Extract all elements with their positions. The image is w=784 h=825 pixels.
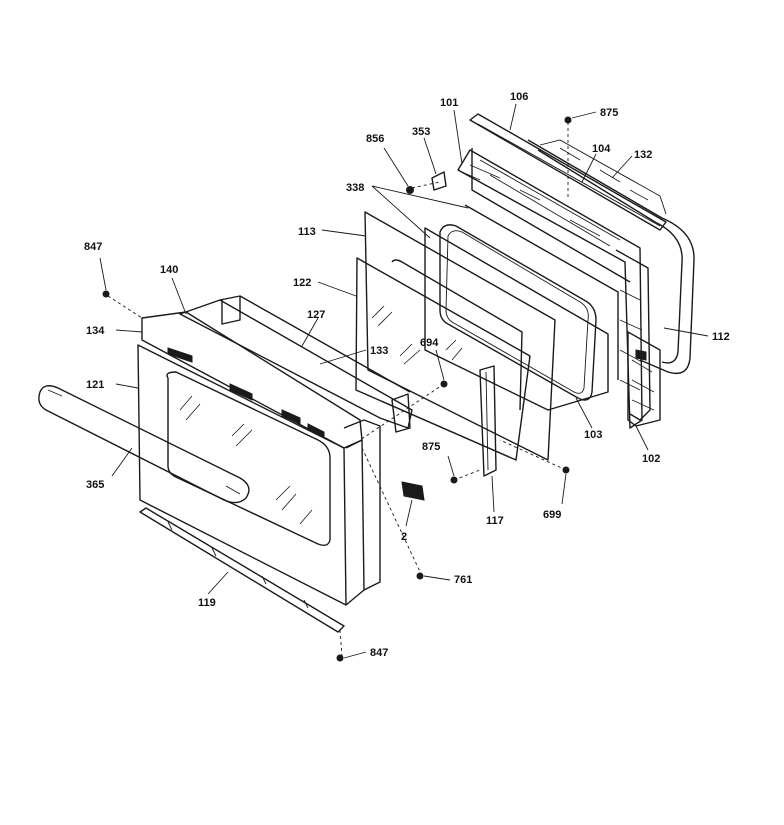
part-label-104: 104	[592, 143, 611, 155]
screw-icon	[440, 380, 448, 388]
top-trim-strip	[469, 113, 667, 231]
screw-icon	[450, 476, 458, 484]
clip-part-353	[431, 171, 447, 191]
screw-icon	[562, 466, 570, 474]
bottom-trim-119	[139, 507, 345, 633]
part-label-761: 761	[454, 574, 472, 586]
front-door-panel	[137, 311, 381, 606]
hinge-102	[627, 331, 661, 427]
glass-panel-338	[424, 204, 619, 411]
part-label-353: 353	[412, 126, 430, 138]
glass-panel-113	[364, 211, 556, 461]
rear-door-panel	[527, 139, 695, 375]
part-label-699: 699	[543, 509, 561, 521]
door-handle-365	[38, 385, 250, 504]
part-label-365: 365	[86, 479, 104, 491]
vent-frame-140	[179, 295, 413, 433]
part-label-694: 694	[420, 337, 439, 349]
screw-icon	[336, 654, 344, 662]
screw-icon	[564, 116, 572, 124]
clip-part-2	[401, 481, 425, 501]
part-label-2: 2	[401, 531, 407, 543]
part-label-113: 113	[298, 226, 316, 238]
part-label-856: 856	[366, 133, 384, 145]
side-bracket-117	[479, 365, 497, 477]
part-number-labels: 101 106 875 856 353 104 132 338 113 847 …	[84, 91, 730, 659]
part-label-875-mid: 875	[422, 441, 440, 453]
part-label-847-bottom: 847	[370, 647, 388, 659]
inner-liner-frame	[457, 148, 651, 429]
part-label-132: 132	[634, 149, 652, 161]
part-label-106: 106	[510, 91, 528, 103]
screw-icon	[102, 290, 110, 298]
part-label-134: 134	[86, 325, 105, 337]
part-label-127: 127	[307, 309, 325, 321]
assembly-dashed-lines	[107, 122, 569, 657]
part-label-122: 122	[293, 277, 311, 289]
part-label-133: 133	[370, 345, 388, 357]
part-label-101: 101	[440, 97, 458, 109]
part-label-117: 117	[486, 515, 504, 527]
part-label-112: 112	[712, 331, 730, 343]
part-label-103: 103	[584, 429, 602, 441]
part-label-121: 121	[86, 379, 104, 391]
part-label-140: 140	[160, 264, 178, 276]
leader-lines	[99, 103, 709, 659]
part-label-847-top: 847	[84, 241, 102, 253]
door-gasket-seal	[439, 224, 597, 401]
screw-icon	[416, 572, 424, 580]
fastener-screws	[102, 116, 572, 662]
part-label-119: 119	[198, 597, 216, 609]
part-label-875-top: 875	[600, 107, 618, 119]
inner-glass-122	[355, 257, 531, 461]
part-label-102: 102	[642, 453, 660, 465]
screw-icon	[406, 186, 414, 194]
part-label-338: 338	[346, 182, 364, 194]
